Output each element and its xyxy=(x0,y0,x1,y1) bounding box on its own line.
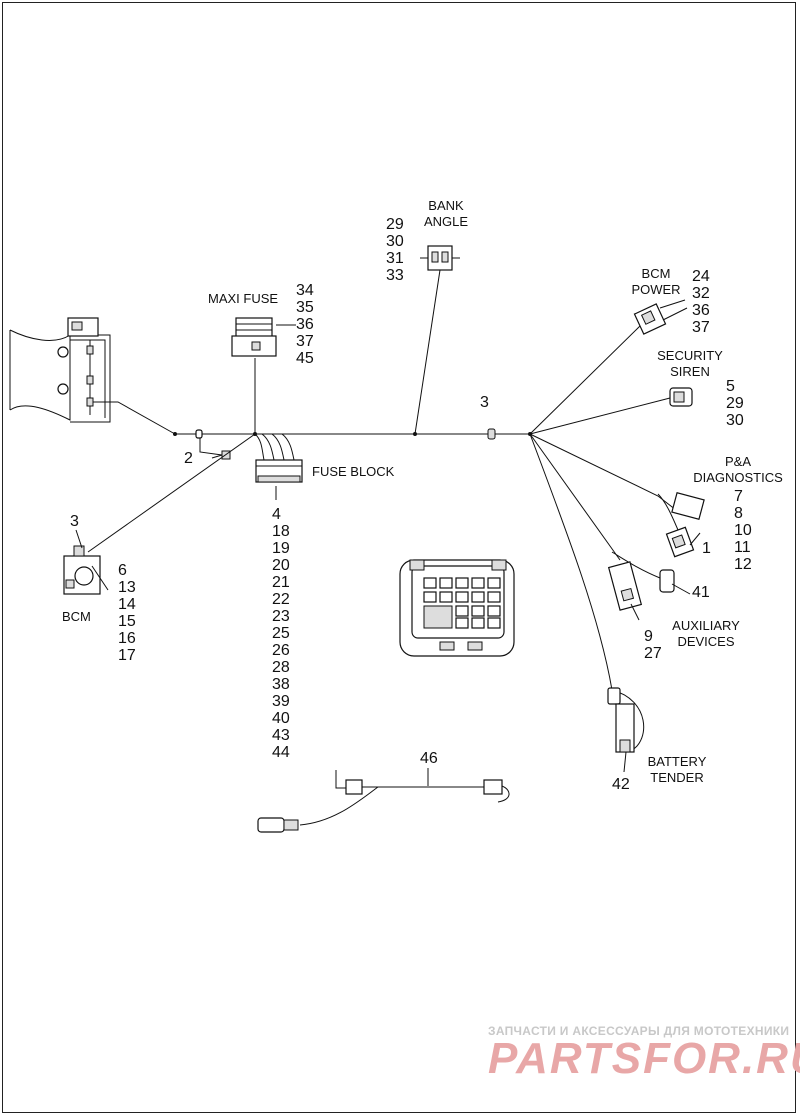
callout-battery-tender: 42 xyxy=(612,776,630,793)
harness-clip-3 xyxy=(487,428,496,440)
fuse-block-branch xyxy=(254,433,303,483)
label-maxi-fuse: MAXI FUSE xyxy=(208,291,279,306)
callout-clip-2: 2 xyxy=(184,450,193,467)
callouts-maxi-fuse: 34 35 36 37 45 xyxy=(296,282,314,367)
label-auxiliary-devices: AUXILIARY DEVICES xyxy=(672,618,740,649)
label-bcm: BCM xyxy=(62,609,91,624)
callouts-pa-diagnostics: 7 8 10 11 12 xyxy=(734,488,752,573)
security-siren-branch xyxy=(529,387,693,435)
callouts-bcm-power: 24 32 36 37 xyxy=(692,268,710,336)
label-bank-angle: BANK ANGLE xyxy=(423,198,469,229)
pa-diagnostics-branch xyxy=(529,433,705,558)
bank-angle-branch xyxy=(414,245,460,435)
frame-bracket xyxy=(9,317,176,435)
maxi-fuse-branch xyxy=(231,317,277,434)
callout-pa-connector: 1 xyxy=(702,540,711,557)
connector-detail-view xyxy=(399,559,515,657)
callout-extension: 46 xyxy=(420,750,438,767)
label-pa-diagnostics: P&A DIAGNOSTICS xyxy=(693,454,783,485)
main-harness-trunk xyxy=(173,432,532,436)
callouts-bank-angle: 29 30 31 33 xyxy=(386,216,404,284)
callouts-bcm: 6 13 14 15 16 17 xyxy=(118,562,136,664)
callout-harness-clip: 3 xyxy=(480,394,489,411)
callout-aux-plug: 41 xyxy=(692,584,710,601)
callout-leaders xyxy=(75,307,701,786)
auxiliary-devices-branch xyxy=(529,433,675,611)
label-security-siren: SECURITY SIREN xyxy=(657,348,723,379)
battery-tender-branch xyxy=(529,433,645,753)
label-fuse-block: FUSE BLOCK xyxy=(312,464,395,479)
callouts-fuse-block: 4 18 19 20 21 22 23 25 26 28 38 39 40 43… xyxy=(272,506,290,761)
watermark-logo: PARTSFOR.RU xyxy=(488,1034,800,1083)
label-bcm-power: BCM POWER xyxy=(631,266,681,297)
extension-harness xyxy=(257,770,510,833)
bcm-branch xyxy=(63,433,256,595)
watermark-tagline: ЗАПЧАСТИ И АКСЕССУАРЫ ДЛЯ МОТОТЕХНИКИ xyxy=(488,1024,790,1038)
callouts-auxiliary: 9 27 xyxy=(644,628,662,662)
callout-bcm-clip: 3 xyxy=(70,513,79,530)
label-battery-tender: BATTERY TENDER xyxy=(647,754,707,785)
bcm-power-branch xyxy=(529,299,686,435)
callouts-security-siren: 5 29 30 xyxy=(726,378,744,429)
